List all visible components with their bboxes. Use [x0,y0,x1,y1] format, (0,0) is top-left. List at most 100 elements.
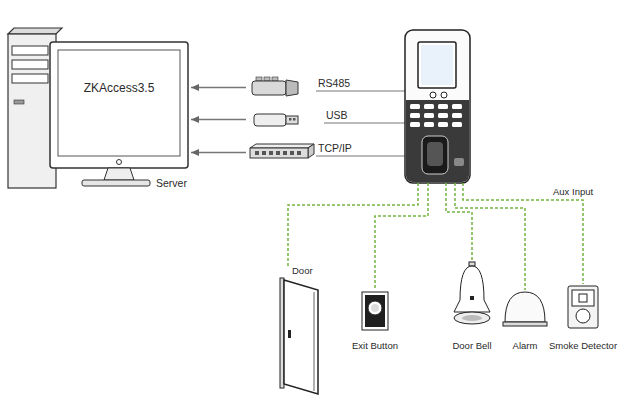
interface-label: USB [326,109,348,121]
switch-port [297,151,301,155]
db-connector [286,80,298,96]
keypad [410,104,462,127]
drive-bay [12,46,48,55]
exit-button-wire [375,183,428,290]
door-leaf [284,280,318,394]
switch-port [276,151,280,155]
key [452,104,462,109]
door-handle [288,330,291,338]
usb-plug [286,116,298,124]
bell-mark [470,296,474,300]
switch-front [250,148,308,158]
tower-body [8,34,56,188]
terminal-block [256,77,262,81]
power-light [117,160,122,165]
key [410,104,420,109]
exit-button-push [368,301,382,315]
monitor-frame [50,42,188,168]
server-computer: ZKAccess3.5Server [48,40,190,191]
device-label: Alarm [513,340,538,352]
aux-wires [288,183,583,290]
key [424,104,434,109]
key [424,122,434,127]
door: Door [278,262,322,396]
interface-arrow [191,87,246,89]
monitor-base [82,180,150,186]
bell-rim [454,312,490,324]
usb-dongle-body [254,114,286,126]
key [452,122,462,127]
bell-inside [462,315,482,321]
smoke-detector: Smoke Detector [547,282,619,354]
interface-arrow [191,152,246,154]
fingerprint-window [427,142,443,166]
aux-input-label: Aux Input [553,186,593,198]
switch-top [250,144,314,148]
switch-port [255,151,259,155]
rs485-converter-body [252,81,286,95]
switch-port [269,151,273,155]
device-label: Smoke Detector [549,340,617,352]
key [438,104,448,109]
device-label: Exit Button [352,340,398,352]
key [410,122,420,127]
key [452,113,462,118]
device-label: Door [292,265,313,277]
alarm-base [503,322,547,326]
keypad-panel [406,100,469,182]
software-name: ZKAccess3.5 [84,82,155,94]
exit-button-plate [362,292,388,330]
switch-port [290,151,294,155]
bell-dome [454,266,490,312]
drive-bay [12,60,48,69]
exit-button: Exit Button [350,288,400,354]
interface-arrow [191,119,246,121]
door-bell: Door Bell [450,260,493,354]
terminal-body [405,30,470,183]
device-label: Door Bell [452,340,491,352]
camera-lens [430,92,436,98]
smoke-detector-sensor [579,294,587,302]
smoke-detector-body [568,286,598,328]
usb-dongle: USB [246,107,350,132]
exit-button-face [365,295,385,327]
alarm-dome [505,292,545,322]
rs485-wire [316,91,405,92]
usb-pin [289,118,292,121]
screen-glass [421,45,453,85]
rs485-converter: RS485 [246,75,352,100]
alarm: Alarm [502,288,548,354]
usb-wire [324,123,405,124]
door-wire [288,183,418,268]
terminal-block [264,77,270,81]
smoke-detector-window [572,290,594,306]
door-bell-wire [446,183,472,261]
switch-side [308,144,314,158]
interface-label: TCP/IP [318,142,352,154]
switch-port [262,151,266,155]
monitor-screen [58,50,180,156]
terminal-screen [418,42,456,88]
exit-button-core [371,304,379,312]
tower-button [14,100,24,104]
key [410,113,420,118]
interface-label: RS485 [318,77,350,89]
switch-port [283,151,287,155]
card-reader [454,158,464,166]
door-edge [314,292,315,391]
key [424,113,434,118]
smoke-detector-lens [576,309,590,323]
smoke-detector-wire [463,183,583,284]
camera-lens [441,92,447,98]
server-label: Server [156,177,187,189]
drive-bay [12,74,48,83]
bell-knob [469,262,475,266]
key [438,122,448,127]
terminal-block [272,77,278,81]
tcpip-wire [316,156,405,157]
network-switch: TCP/IP [246,140,354,165]
key [438,113,448,118]
fingerprint-sensor [422,136,448,174]
tower-top [8,28,62,34]
